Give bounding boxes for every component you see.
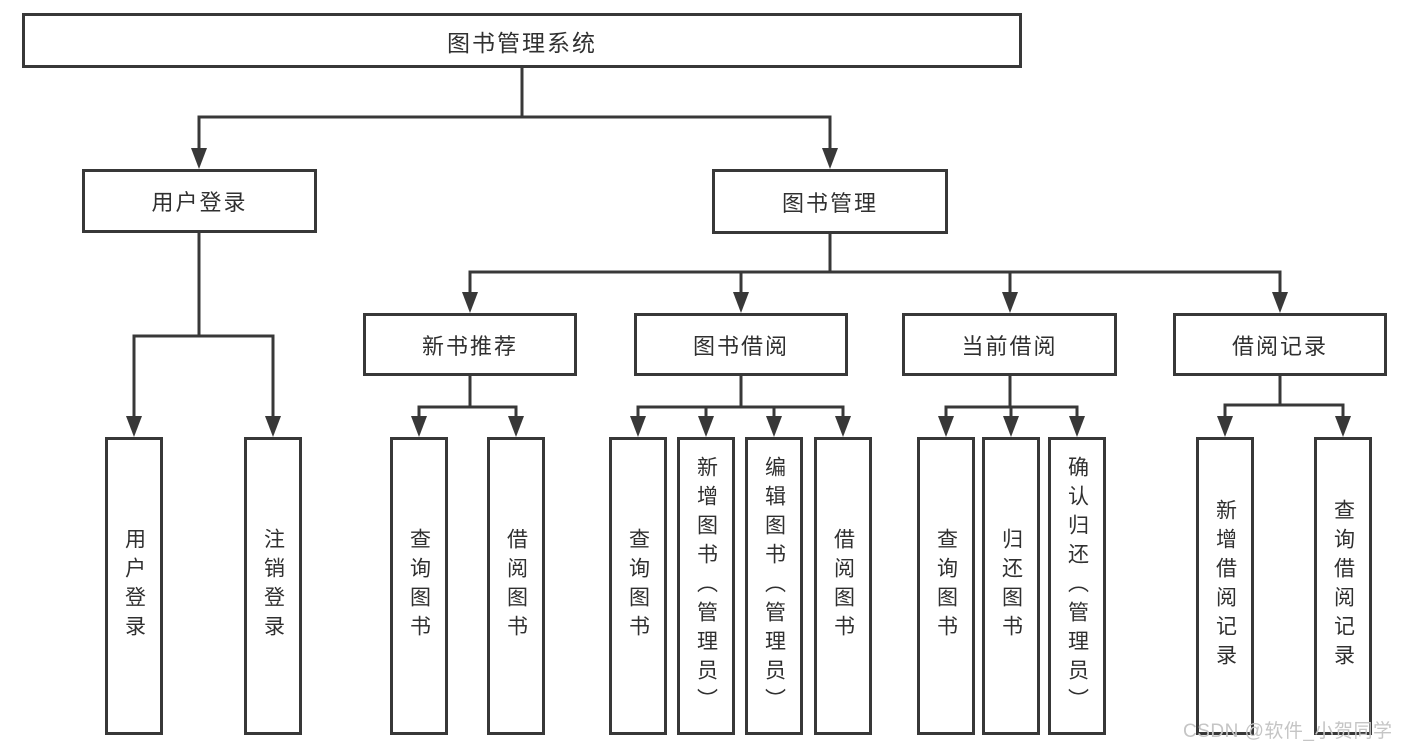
- leaf-current-confirm-return-admin: 确认归还（管理员）: [1048, 437, 1106, 735]
- node-user-login: 用户登录: [82, 169, 317, 233]
- leaf-logout: 注销登录: [244, 437, 302, 735]
- leaf-current-query-books: 查询图书: [917, 437, 975, 735]
- leaf-borrowing-edit-books-admin: 编辑图书（管理员）: [745, 437, 803, 735]
- node-root: 图书管理系统: [22, 13, 1022, 68]
- leaf-current-return-books: 归还图书: [982, 437, 1040, 735]
- node-borrowing-records: 借阅记录: [1173, 313, 1387, 376]
- leaf-user-login: 用户登录: [105, 437, 163, 735]
- node-current-borrowing: 当前借阅: [902, 313, 1117, 376]
- leaf-records-query-record: 查询借阅记录: [1314, 437, 1372, 735]
- leaf-borrowing-query-books: 查询图书: [609, 437, 667, 735]
- node-book-management: 图书管理: [712, 169, 948, 234]
- leaf-borrowing-add-books-admin: 新增图书（管理员）: [677, 437, 735, 735]
- node-book-borrowing: 图书借阅: [634, 313, 848, 376]
- leaf-recommend-query-books: 查询图书: [390, 437, 448, 735]
- node-new-book-recommend: 新书推荐: [363, 313, 577, 376]
- leaf-records-add-record: 新增借阅记录: [1196, 437, 1254, 735]
- csdn-watermark: CSDN @软件_小贺同学: [1183, 721, 1393, 742]
- leaf-borrowing-borrow-books: 借阅图书: [814, 437, 872, 735]
- leaf-recommend-borrow-books: 借阅图书: [487, 437, 545, 735]
